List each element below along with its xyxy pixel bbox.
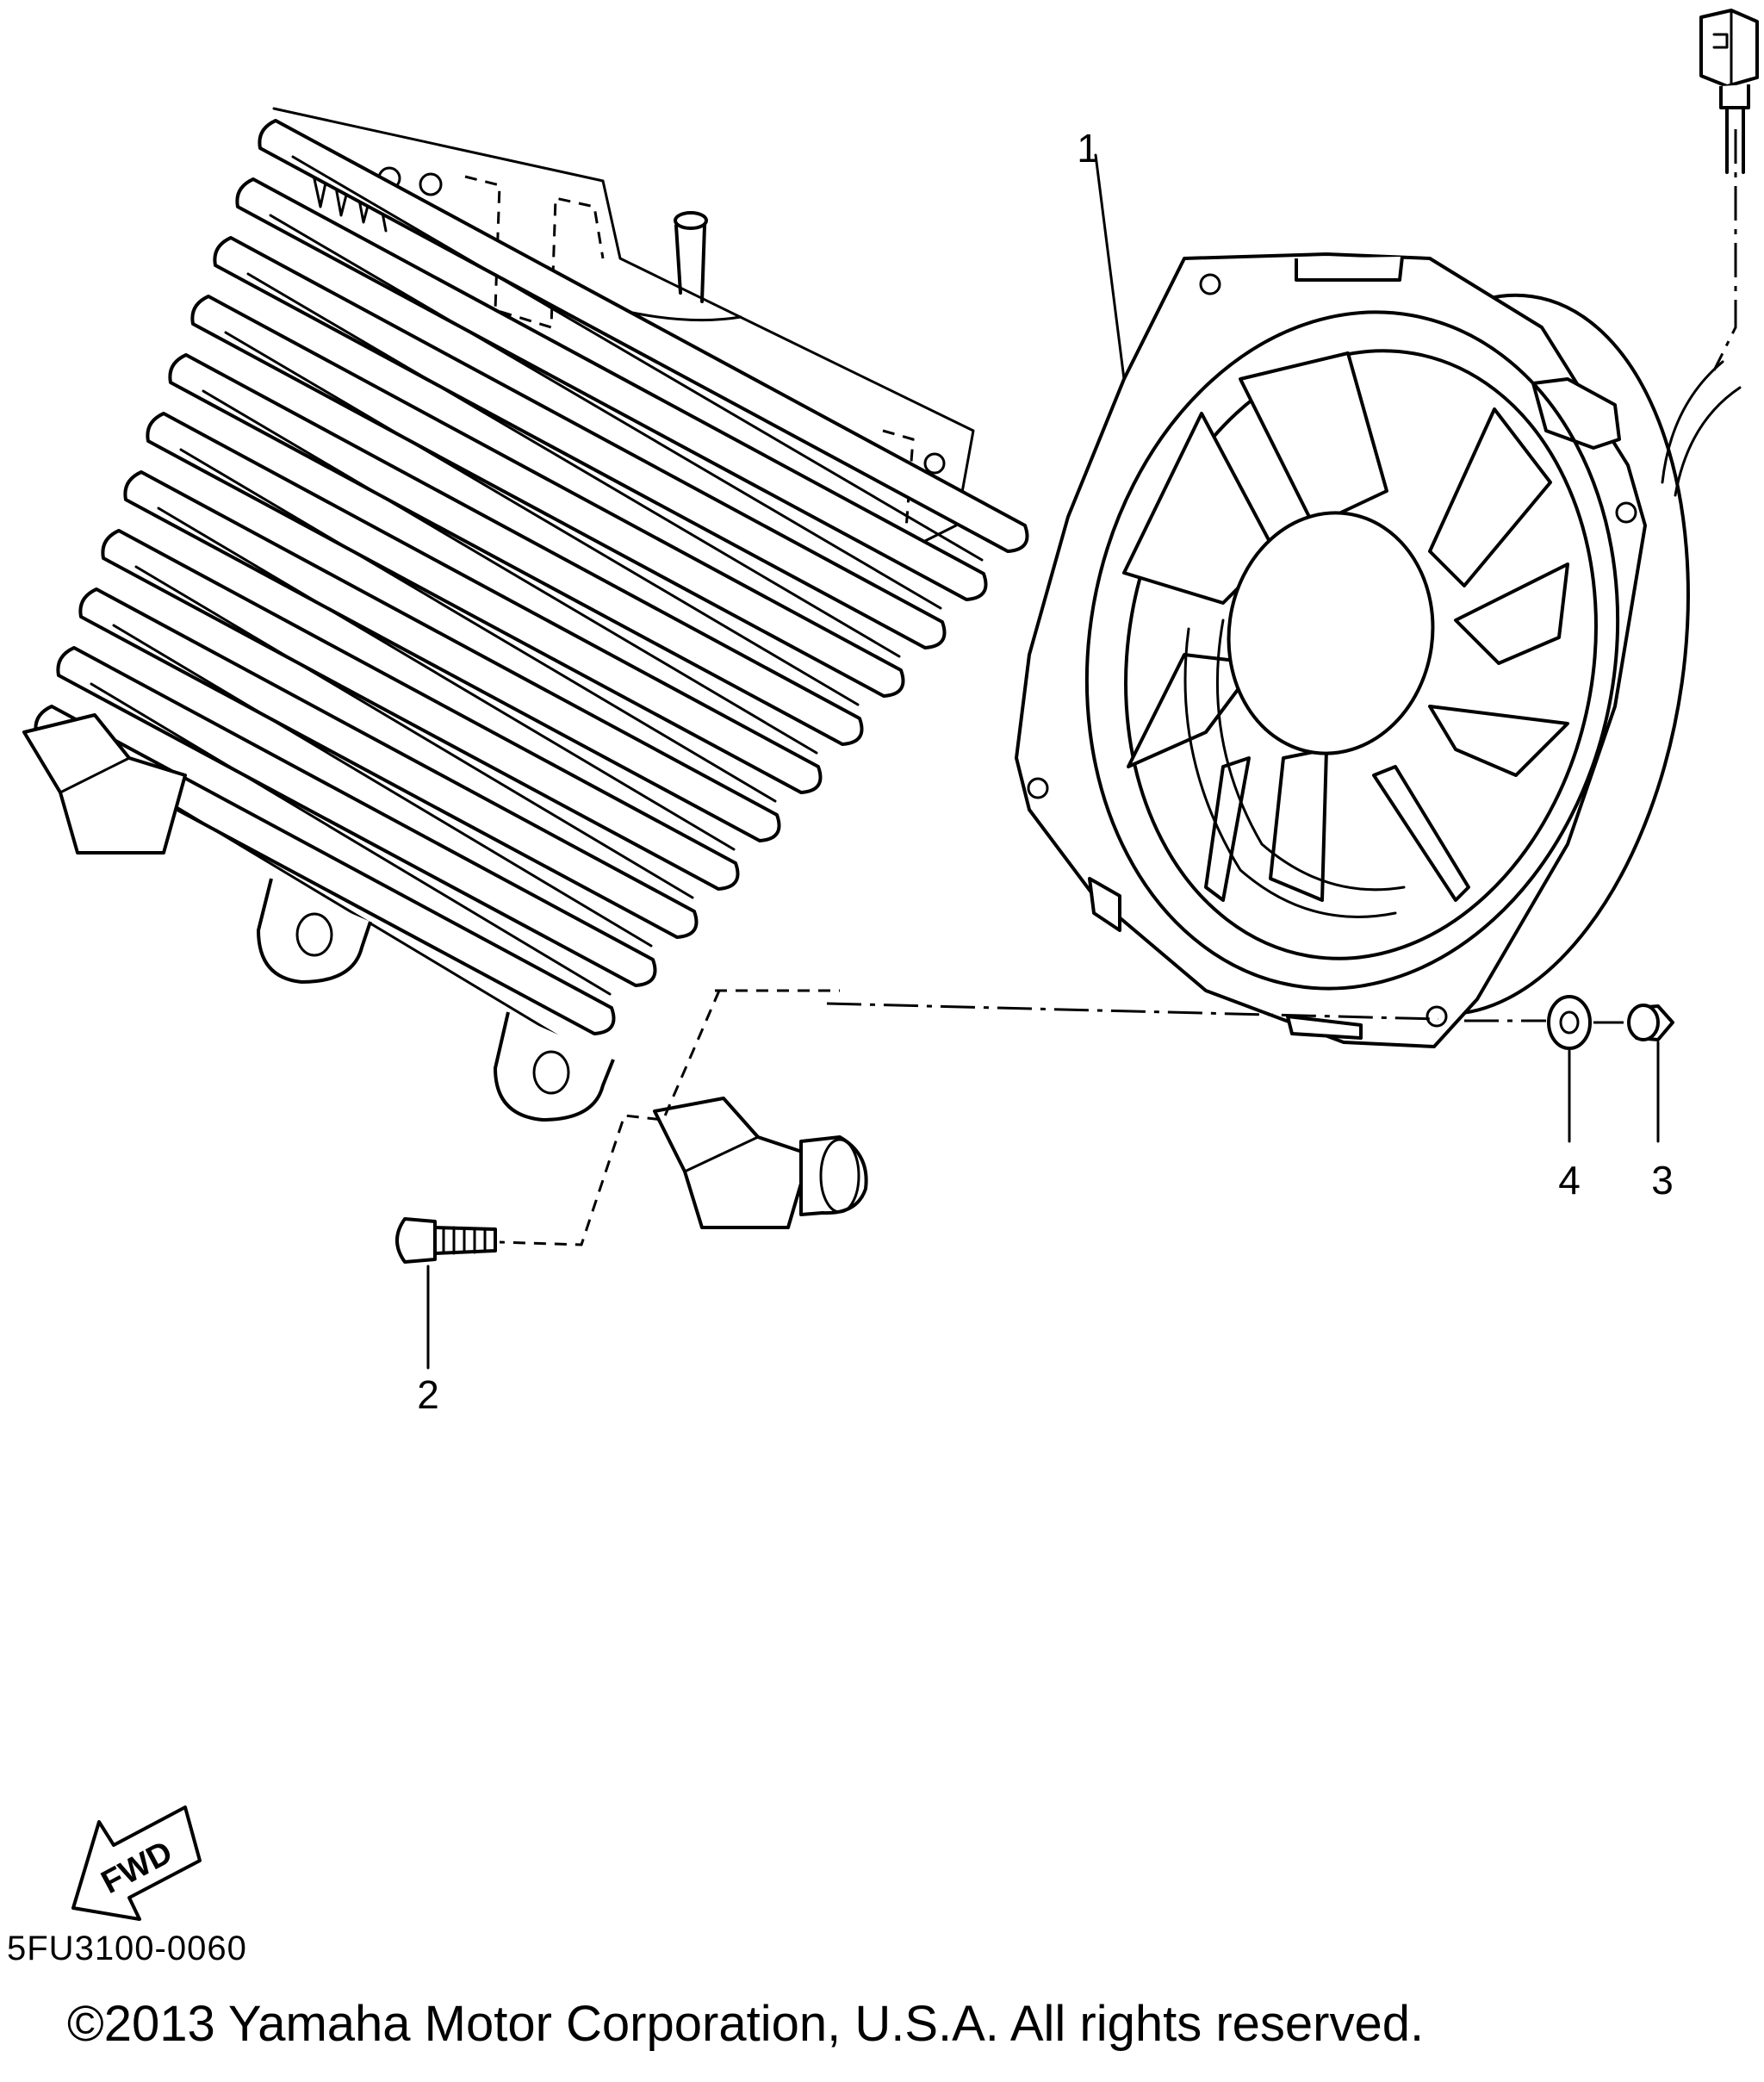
- callout-4: 4: [1558, 1158, 1581, 1203]
- nut: [1627, 1004, 1674, 1041]
- diagram-code: 5FU3100-0060: [7, 1930, 247, 1967]
- callout-2: 2: [417, 1372, 439, 1417]
- callout-3: 3: [1651, 1158, 1674, 1203]
- oil-cooler: [22, 107, 1029, 1229]
- grommet: [1547, 995, 1592, 1050]
- copyright-notice: ©2013 Yamaha Motor Corporation, U.S.A. A…: [67, 1996, 1425, 2052]
- callout-1: 1: [1077, 126, 1099, 171]
- fan-assembly: [1015, 9, 1759, 1048]
- fwd-arrow-icon: FWD: [71, 1805, 202, 1921]
- bolt: [395, 1217, 497, 1264]
